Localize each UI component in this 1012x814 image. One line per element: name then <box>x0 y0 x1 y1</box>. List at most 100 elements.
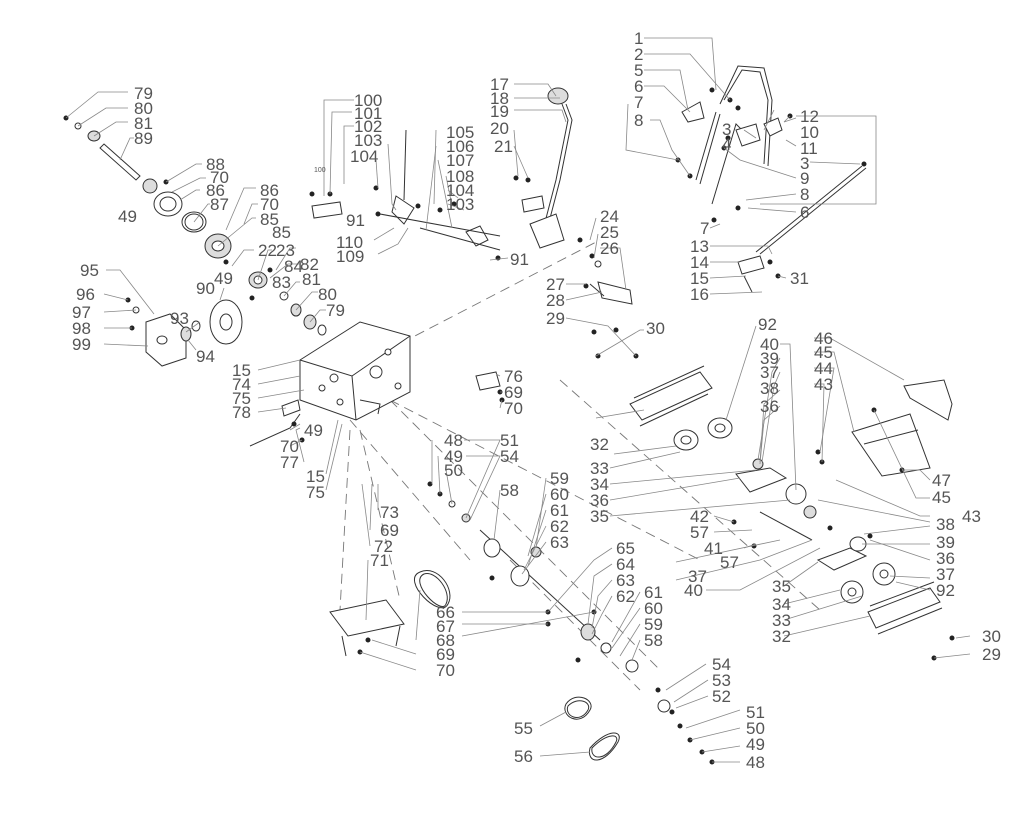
label-33: 33 <box>590 459 609 478</box>
label-63b: 63 <box>616 571 635 590</box>
label-90: 90 <box>196 279 215 298</box>
shift-lever-assembly <box>513 87 633 305</box>
label-70b: 70 <box>260 195 279 214</box>
label-48: 48 <box>444 431 463 450</box>
chute-guard <box>815 379 953 477</box>
label-19: 19 <box>490 102 509 121</box>
label-70d: 70 <box>504 399 523 418</box>
label-69b: 69 <box>436 645 455 664</box>
label-41: 41 <box>704 539 723 558</box>
label-80: 80 <box>134 99 153 118</box>
label-74: 74 <box>232 375 251 394</box>
label-36: 36 <box>760 397 779 416</box>
label-36b: 36 <box>936 549 955 568</box>
lever-bracket-assembly <box>309 129 501 261</box>
label-64: 64 <box>616 555 635 574</box>
label-57: 57 <box>690 523 709 542</box>
label-51b: 51 <box>746 703 765 722</box>
label-52: 52 <box>712 687 731 706</box>
label-94: 94 <box>196 347 215 366</box>
label-50: 50 <box>444 461 463 480</box>
label-31: 31 <box>790 269 809 288</box>
label-34: 34 <box>590 475 609 494</box>
label-72: 72 <box>374 537 393 556</box>
label-11: 11 <box>800 139 818 158</box>
label-44: 44 <box>814 359 833 378</box>
label-34b: 34 <box>772 595 791 614</box>
label-37: 37 <box>760 363 779 382</box>
label-62: 62 <box>550 517 569 536</box>
label-86b: 86 <box>260 181 279 200</box>
label-12: 12 <box>800 107 819 126</box>
label-1: 1 <box>634 29 643 48</box>
label-32: 32 <box>590 435 609 454</box>
label-104b: 104 <box>446 181 474 200</box>
label-80b: 80 <box>318 285 337 304</box>
label-58: 58 <box>500 481 519 500</box>
label-85: 85 <box>260 210 279 229</box>
label-15: 15 <box>690 269 709 288</box>
label-101: 101 <box>354 104 382 123</box>
label-89: 89 <box>134 129 153 148</box>
label-6: 6 <box>634 77 643 96</box>
label-92: 92 <box>758 315 777 334</box>
label-61b: 61 <box>644 583 663 602</box>
label-38: 38 <box>760 379 779 398</box>
label-65: 65 <box>616 539 635 558</box>
label-75b: 75 <box>306 483 325 502</box>
label-28: 28 <box>546 291 565 310</box>
label-60: 60 <box>550 485 569 504</box>
label-42: 42 <box>690 507 709 526</box>
label-46: 46 <box>814 329 833 348</box>
label-22: 22 <box>258 241 277 260</box>
label-6b: 6 <box>800 203 809 222</box>
label-7: 7 <box>634 93 643 112</box>
label-92b: 92 <box>936 581 955 600</box>
label-85b: 85 <box>272 223 291 242</box>
label-96: 96 <box>76 285 95 304</box>
label-70e: 70 <box>436 661 455 680</box>
label-14: 14 <box>690 253 709 272</box>
label-68: 68 <box>436 631 455 650</box>
upper-track-assembly <box>591 327 817 549</box>
label-59: 59 <box>550 469 569 488</box>
label-16: 16 <box>690 285 709 304</box>
label-105: 105 <box>446 123 474 142</box>
label-82: 82 <box>300 255 319 274</box>
label-8b: 8 <box>800 185 809 204</box>
label-71: 71 <box>370 551 389 570</box>
label-40: 40 <box>760 335 779 354</box>
main-gearbox-housing <box>299 321 411 421</box>
label-29b: 29 <box>982 645 1001 664</box>
label-18: 18 <box>490 89 509 108</box>
label-87: 87 <box>210 195 229 214</box>
label-81b: 81 <box>302 270 321 289</box>
label-88: 88 <box>206 155 225 174</box>
label-77: 77 <box>280 453 299 472</box>
label-43: 43 <box>814 375 833 394</box>
label-37c: 37 <box>688 567 707 586</box>
label-3: 3 <box>722 120 731 139</box>
label-100: 100 <box>354 91 382 110</box>
label-84: 84 <box>284 257 303 276</box>
label-24: 24 <box>600 207 619 226</box>
label-48b: 48 <box>746 753 765 772</box>
label-79: 79 <box>134 84 153 103</box>
label-70: 70 <box>210 168 229 187</box>
label-49c: 49 <box>304 421 323 440</box>
label-25: 25 <box>600 223 619 242</box>
label-63: 63 <box>550 533 569 552</box>
label-95: 95 <box>80 261 99 280</box>
label-33b: 33 <box>772 611 791 630</box>
label-102: 102 <box>354 117 382 136</box>
label-7b: 7 <box>700 219 709 238</box>
label-53: 53 <box>712 671 731 690</box>
label-9: 9 <box>800 169 809 188</box>
label-39: 39 <box>760 349 779 368</box>
label-43b: 43 <box>962 507 981 526</box>
label-4: 4 <box>722 135 731 154</box>
label-26: 26 <box>600 239 619 258</box>
label-86: 86 <box>206 181 225 200</box>
label-51: 51 <box>500 431 519 450</box>
